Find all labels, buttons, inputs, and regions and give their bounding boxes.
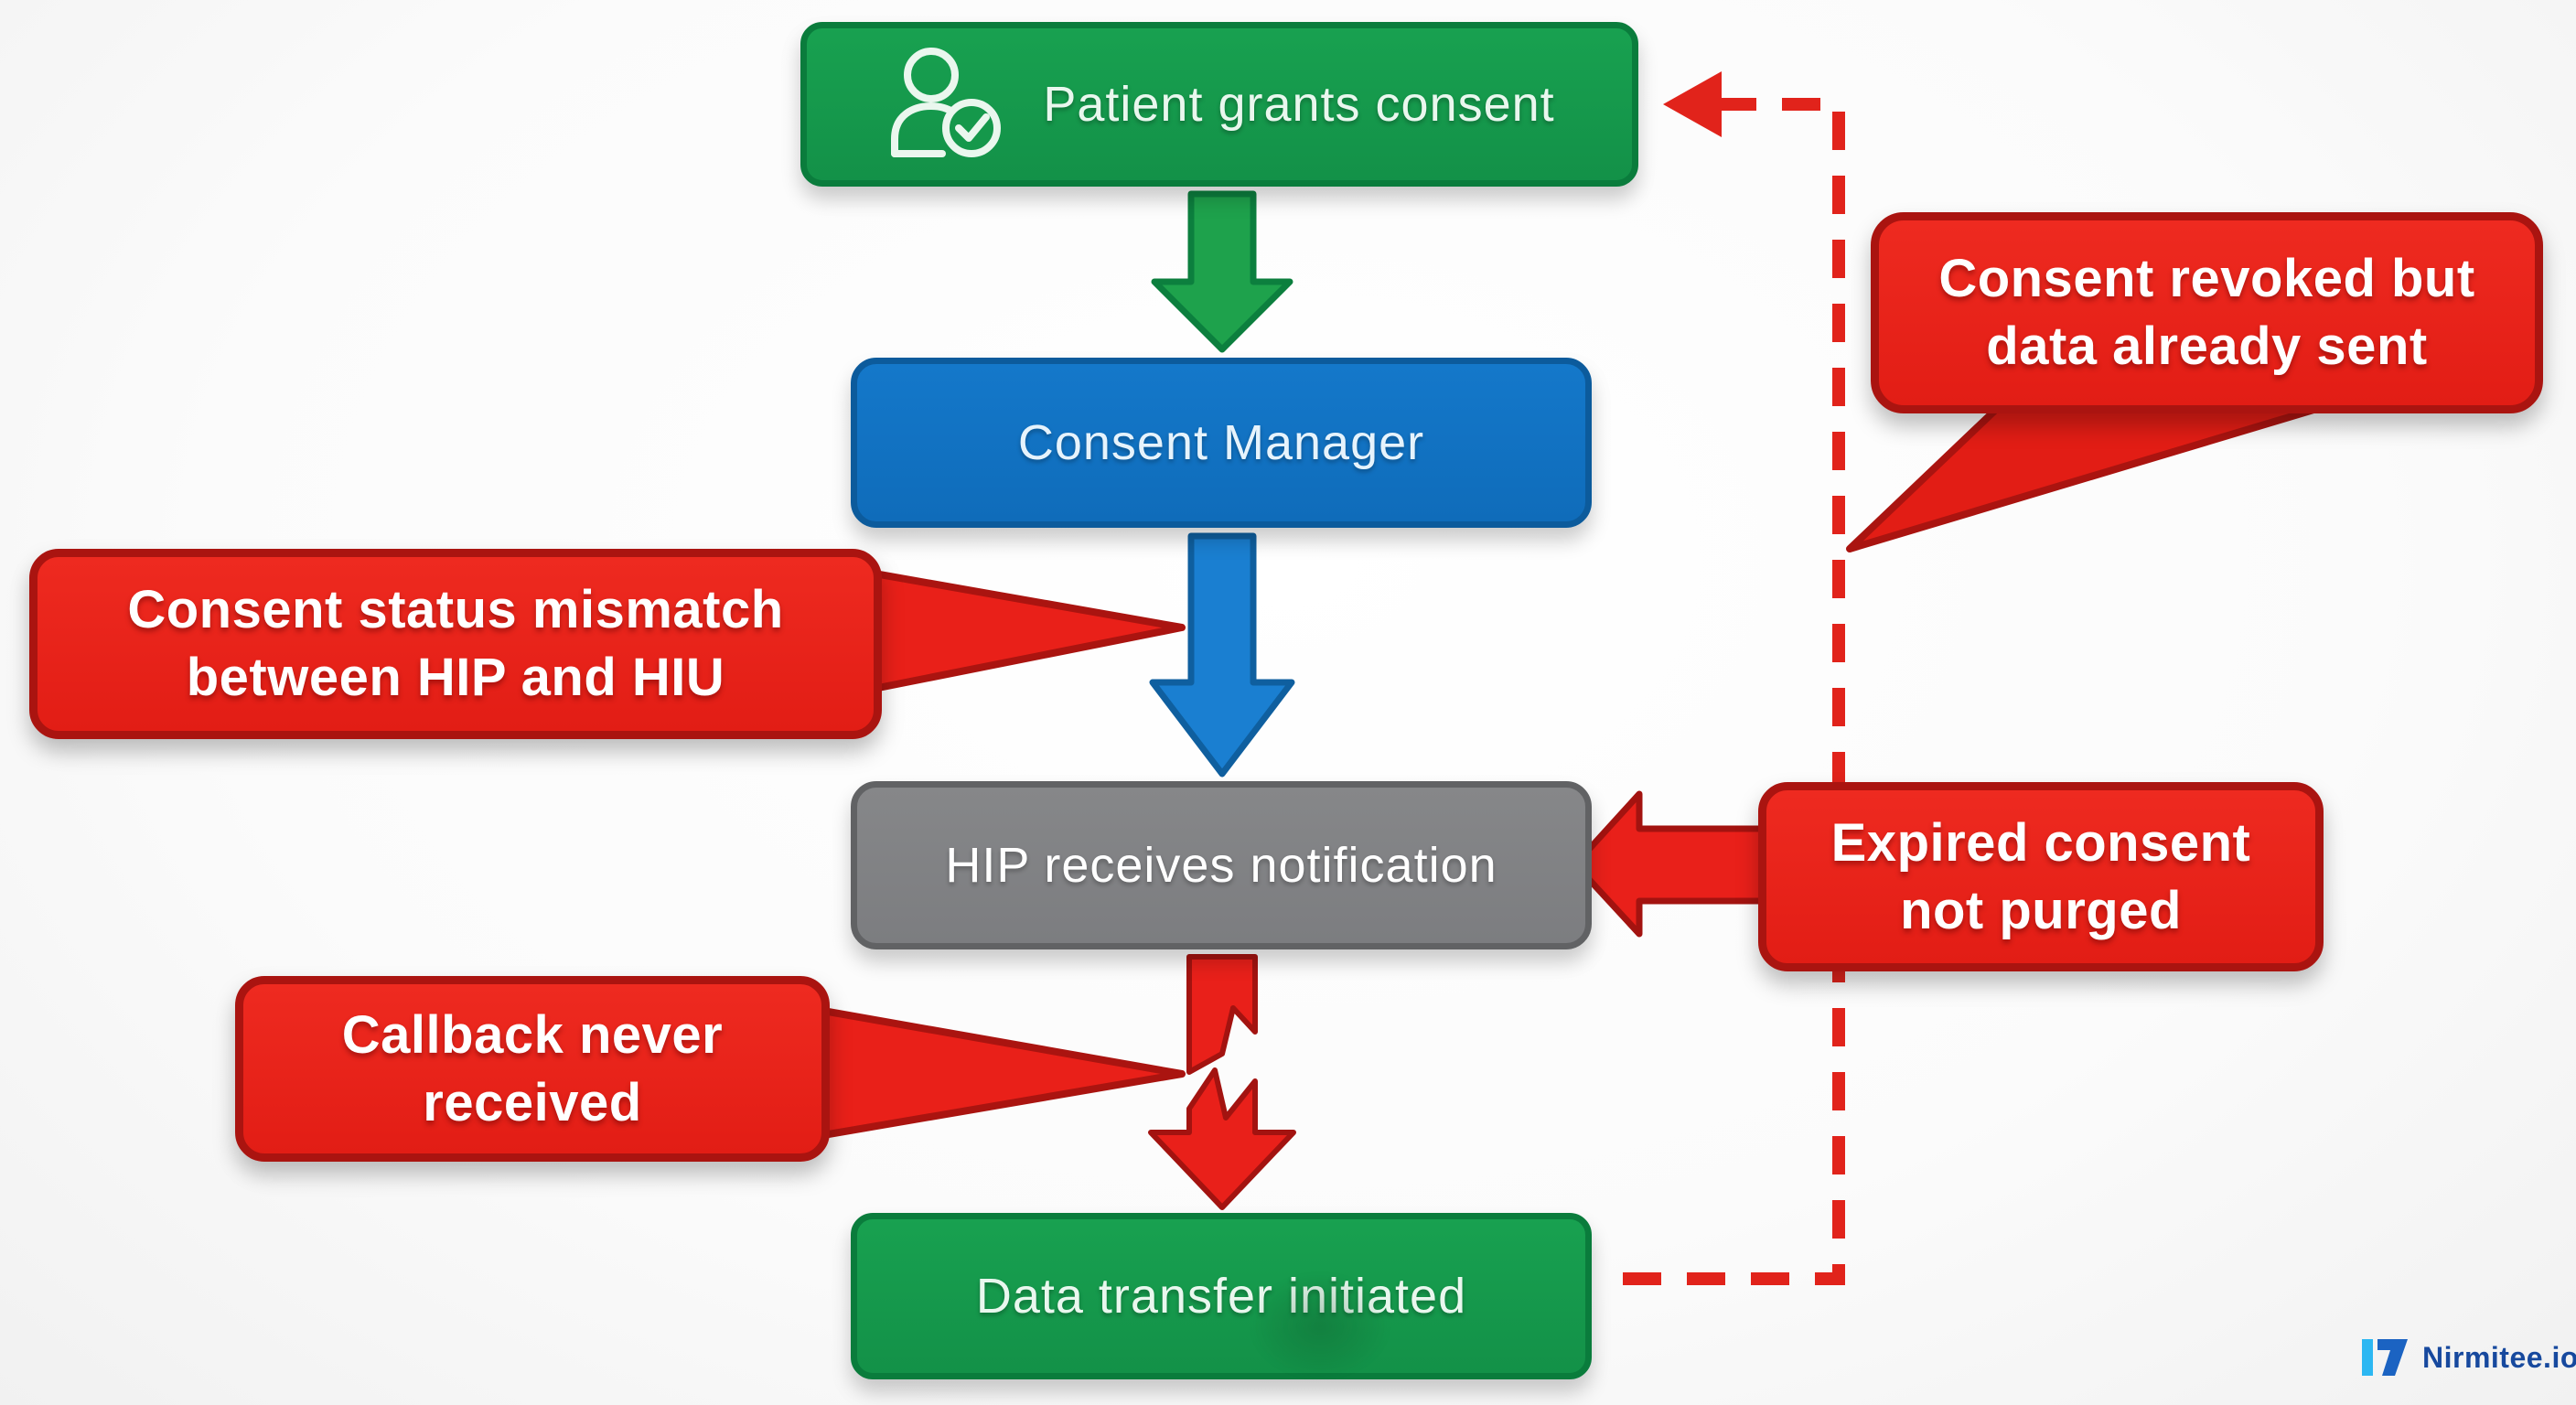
node-label: Data transfer initiated (975, 1269, 1467, 1324)
callout-line: Expired consent (1830, 812, 2251, 873)
callout-line: Consent revoked but (1938, 249, 2475, 308)
callout-line: between HIP and HIU (186, 648, 725, 707)
blue-down-arrow-icon (1149, 532, 1295, 778)
logo-mark-icon (2362, 1339, 2408, 1376)
node-label: Patient grants consent (1043, 77, 1555, 132)
callout-line: received (423, 1072, 642, 1132)
callout-pointer-callback-icon (814, 1006, 1186, 1140)
callout-consent-status-mismatch: Consent status mismatch between HIP and … (29, 549, 882, 739)
node-hip-receives-notification: HIP receives notification (851, 781, 1592, 949)
callout-line: Callback never (341, 1004, 724, 1065)
logo-text: Nirmitee.io (2422, 1340, 2576, 1374)
callout-callback-never-received: Callback never received (235, 976, 830, 1162)
callout-expired-consent-not-purged: Expired consent not purged (1758, 782, 2324, 971)
green-down-arrow-icon (1151, 190, 1293, 353)
broken-red-arrow-bottom-icon (1148, 1067, 1296, 1210)
node-consent-manager: Consent Manager (851, 358, 1592, 528)
node-data-transfer-initiated: Data transfer initiated (851, 1213, 1592, 1379)
callout-consent-revoked-data-sent: Consent revoked but data already sent (1871, 212, 2543, 413)
expired-left-arrow-icon (1572, 790, 1769, 938)
node-patient-grants-consent: Patient grants consent (800, 22, 1638, 187)
node-label: HIP receives notification (945, 838, 1497, 893)
dashed-arrowhead-icon (1663, 71, 1722, 137)
revoked-bubble-tail-icon (1846, 399, 2342, 552)
callout-line: Consent status mismatch (127, 580, 784, 639)
brand-logo: Nirmitee.io (2362, 1337, 2576, 1378)
person-check-icon (891, 48, 1002, 157)
broken-red-arrow-top-icon (1186, 954, 1258, 1075)
callout-pointer-mismatch-icon (865, 569, 1186, 693)
dashed-feedback-connector (1601, 98, 1845, 1285)
watermark-smudge (1251, 1273, 1389, 1378)
node-label: Consent Manager (1017, 415, 1425, 470)
callout-line: data already sent (1986, 316, 2428, 376)
callout-line: not purged (1900, 880, 2182, 940)
